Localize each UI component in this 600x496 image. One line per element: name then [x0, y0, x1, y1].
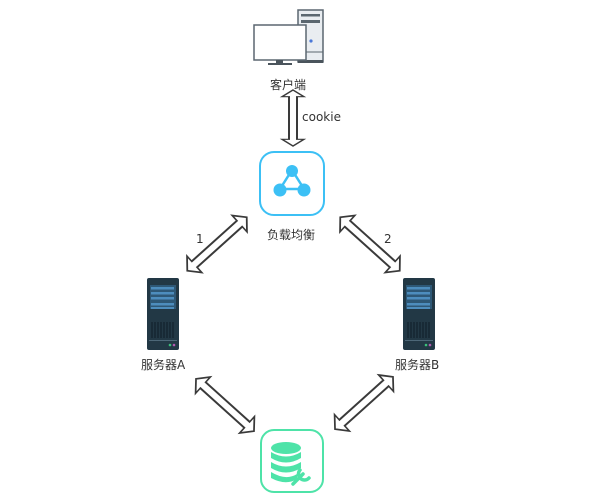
server-b-icon [403, 278, 435, 350]
client-label: 客户端 [270, 78, 307, 92]
server-a-label: 服务器A [141, 358, 186, 372]
server-b-label: 服务器B [395, 358, 440, 372]
edge-label-cookie: cookie [302, 110, 341, 124]
edge-label-1: 1 [196, 232, 204, 246]
arrow-server-b-db [326, 367, 402, 439]
edge-label-2: 2 [384, 232, 392, 246]
arrow-lb-server-a [178, 208, 256, 280]
arrow-lb-server-b [331, 208, 409, 280]
client-computer-icon [253, 9, 324, 65]
load-balancer-icon [259, 151, 325, 216]
database-icon [260, 429, 324, 493]
arrow-server-a-db [187, 369, 263, 441]
server-a-icon [147, 278, 179, 350]
load-balancer-label: 负载均衡 [267, 228, 316, 242]
arrow-client-lb [281, 89, 305, 147]
